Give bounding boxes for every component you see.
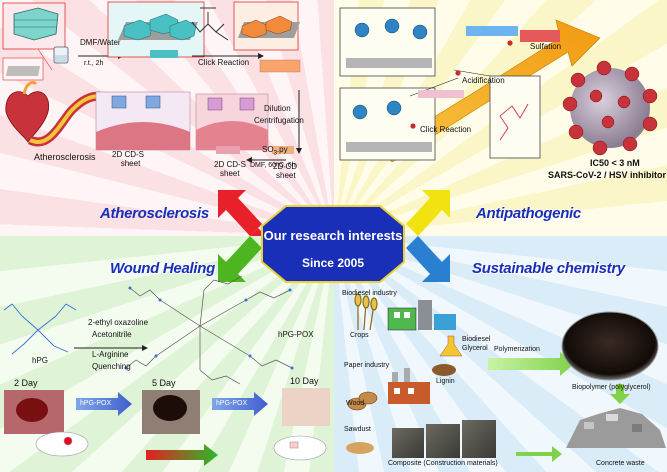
paper-industry-label: Paper industry (344, 362, 390, 369)
sars-cov2-label: SARS-CoV-2 / HSV inhibitor (548, 170, 667, 180)
sawdust-pile-icon (346, 442, 374, 454)
reagent-acetonitrile: Acetonitrile (92, 330, 132, 339)
biopolymer-label: Biopolymer (polyglycerol) (572, 384, 651, 391)
dmf-temperature-label: DMF, 60°C, 6h (250, 162, 296, 169)
polymerization-label: Polymerization (494, 346, 540, 353)
hpg-pox-molecule-nodes (124, 286, 294, 370)
biopolymer-dish (561, 311, 659, 381)
day-5-label: 5 Day (152, 378, 176, 388)
wood-log-icon (347, 391, 378, 411)
cd-sheet-teal-diagram (107, 1, 205, 58)
cd-molecule-diagram (2, 2, 66, 81)
concrete-waste-pile (566, 408, 666, 448)
paper-factory-icon (388, 368, 430, 404)
wood-label: Wood (346, 400, 365, 407)
crops-label: Crops (350, 332, 369, 339)
yellow-arrow (406, 190, 450, 236)
glycerol-label: Glycerol (462, 345, 488, 352)
center-octagon (261, 205, 405, 283)
healing-progress-arrow (146, 444, 218, 466)
mouse-icons (35, 431, 327, 461)
lignin-label: Lignin (436, 378, 455, 385)
sulfation-label: Sulfation (530, 42, 562, 51)
ic50-label: IC50 < 3 nM (590, 158, 640, 168)
hpg-molecule (3, 303, 77, 355)
atherosclerosis-image-label: Atherosclerosis (34, 152, 96, 162)
cd-sheet-orange-diagram (233, 1, 301, 73)
biodiesel-industry-label: Biodiesel industry (342, 290, 397, 297)
wound-photo-day10 (282, 388, 330, 426)
lignin-pile-icon (432, 364, 456, 376)
antipathogenic-sheet-diagrams (339, 7, 560, 161)
recycling-arrows (516, 384, 630, 462)
concrete-waste-label: Concrete waste (596, 460, 645, 467)
reagent-2-ethyl-oxazoline: 2-ethyl oxazoline (88, 318, 149, 327)
reagent-quenching: Quenching (92, 362, 131, 371)
click-reaction-label-tr: Click Reaction (420, 125, 472, 134)
antipathogenic-title: Antipathogenic (476, 205, 581, 222)
polymerization-arrow (488, 352, 574, 376)
click-reaction-label-tl: Click Reaction (198, 58, 250, 67)
day-2-label: 2 Day (14, 378, 38, 388)
atherosclerosis-title: Atherosclerosis (100, 205, 209, 222)
so3py-label: SO3.py (262, 145, 288, 157)
beaker-icon (53, 46, 69, 64)
biodiesel-flask-icon (439, 335, 463, 357)
hpg-pox-product-label: hPG-POX (278, 330, 314, 339)
blue-arrow (406, 236, 450, 282)
hpg-pox-arrow-1 (76, 392, 132, 416)
dmf-water-label: DMF/Water (80, 38, 121, 47)
red-dots (410, 40, 513, 129)
red-arrow (218, 190, 266, 236)
hpg-pox-arrow-label-2: hPG-POX (216, 400, 248, 407)
cd-sheet-products (216, 146, 294, 154)
centrifugation-label: Centrifugation (254, 116, 304, 125)
crops-icon (354, 293, 378, 331)
sustainable-chemistry-title: Sustainable chemistry (472, 260, 625, 277)
hpg-pox-arrow-label-1: hPG-POX (80, 400, 112, 407)
composite-cubes (392, 420, 496, 458)
biodiesel-factory-icon (387, 300, 456, 331)
wound-healing-title: Wound Healing (110, 260, 215, 277)
heart-artery-illustration (5, 80, 101, 147)
hpg-pox-molecule (125, 275, 293, 385)
reaction-conditions-label: r.t., 2h (84, 60, 104, 67)
virus-illustration (562, 60, 658, 156)
composite-label: Composite (Construction materials) (388, 460, 498, 467)
dilution-label: Dilution (264, 104, 291, 113)
reagent-l-arginine: L-Arginine (92, 350, 129, 359)
green-arrow (218, 236, 262, 282)
sawdust-label: Sawdust (344, 426, 371, 433)
acidification-label: Acidification (462, 76, 505, 85)
wound-photo-day5 (142, 390, 200, 434)
alkyne-linker-molecule (191, 7, 229, 41)
center-subtitle: Since 2005 (301, 256, 365, 270)
biodiesel-label: Biodiesel (462, 336, 491, 343)
hpg-label: hPG (32, 356, 49, 365)
atherosclerosis-sheet-diagram (95, 91, 269, 151)
center-title: Our research interests (263, 228, 403, 243)
wound-photo-day2 (4, 390, 64, 434)
hpg-pox-arrow-2 (212, 392, 268, 416)
day-10-label: 10 Day (290, 376, 319, 386)
